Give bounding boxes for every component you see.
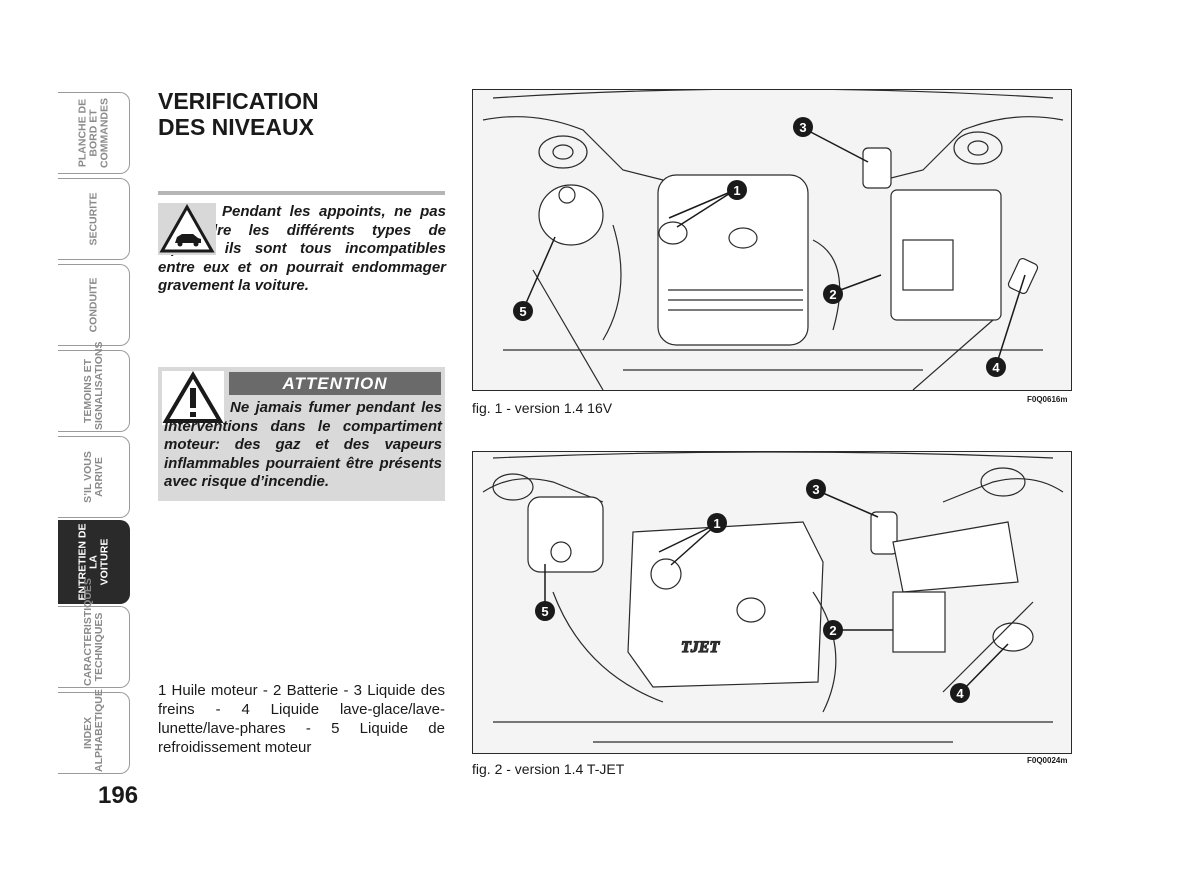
tab-caracteristiques[interactable]: CARACTERISTIQUES TECHNIQUES: [58, 578, 130, 688]
svg-text:4: 4: [956, 686, 964, 701]
figure-2-caption: fig. 2 - version 1.4 T-JET: [472, 761, 625, 777]
marker-4-icon: 4: [986, 357, 1006, 377]
svg-text:4: 4: [992, 360, 1000, 375]
tab-entretien[interactable]: ENTRETIEN DE LA VOITURE: [58, 520, 130, 604]
tab-planche-de-bord[interactable]: PLANCHE DE BORD ET COMMANDES: [58, 92, 130, 174]
svg-text:1: 1: [733, 183, 740, 198]
tab-sil-vous-arrive[interactable]: S’IL VOUS ARRIVE: [58, 436, 130, 518]
svg-text:3: 3: [812, 482, 819, 497]
attention-heading: ATTENTION: [229, 372, 441, 395]
engine-diagram-tjet: TJET 1 2: [472, 451, 1072, 754]
tab-conduite[interactable]: CONDUITE: [58, 264, 130, 346]
svg-text:3: 3: [799, 120, 806, 135]
svg-text:5: 5: [541, 604, 548, 619]
marker-4-icon: 4: [950, 683, 970, 703]
figure-2-code: F0Q0024m: [1027, 756, 1068, 765]
attention-text: Ne jamais fumer pendant les intervention…: [164, 399, 442, 490]
exclamation-warning-icon: [162, 371, 224, 425]
marker-5-icon: 5: [513, 301, 533, 321]
figure-1-caption: fig. 1 - version 1.4 16V: [472, 400, 613, 416]
engine-diagram-16v: 1 2 3 4 5: [472, 89, 1072, 391]
marker-2-icon: 2: [823, 620, 843, 640]
page-number: 196: [98, 782, 139, 809]
marker-1-icon: 1: [727, 180, 747, 200]
tab-index[interactable]: INDEX ALPHABETIQUE: [58, 689, 130, 774]
tab-temoins[interactable]: TEMOINS ET SIGNALISATIONS: [58, 342, 130, 432]
svg-text:2: 2: [829, 623, 836, 638]
svg-text:2: 2: [829, 287, 836, 302]
divider: [158, 191, 445, 195]
warning-text: Pendant les appoints, ne pas confondre l…: [158, 203, 446, 294]
page-title: VERIFICATION DES NIVEAUX: [158, 88, 319, 140]
marker-3-icon: 3: [806, 479, 826, 499]
svg-text:5: 5: [519, 304, 526, 319]
marker-3-icon: 3: [793, 117, 813, 137]
warning-block: Pendant les appoints, ne pas confondre l…: [158, 203, 446, 296]
marker-2-icon: 2: [823, 284, 843, 304]
attention-block: ATTENTION Ne jamais fumer pendant les in…: [158, 367, 445, 501]
figure-legend: 1 Huile moteur - 2 Batterie - 3 Liquide …: [158, 682, 445, 756]
figure-1-code: F0Q0616m: [1027, 395, 1068, 404]
car-warning-icon: [158, 203, 216, 255]
marker-1-icon: 1: [707, 513, 727, 533]
svg-text:1: 1: [713, 516, 720, 531]
tab-securite[interactable]: SECURITE: [58, 178, 130, 260]
marker-5-icon: 5: [535, 601, 555, 621]
svg-text:TJET: TJET: [681, 639, 720, 656]
